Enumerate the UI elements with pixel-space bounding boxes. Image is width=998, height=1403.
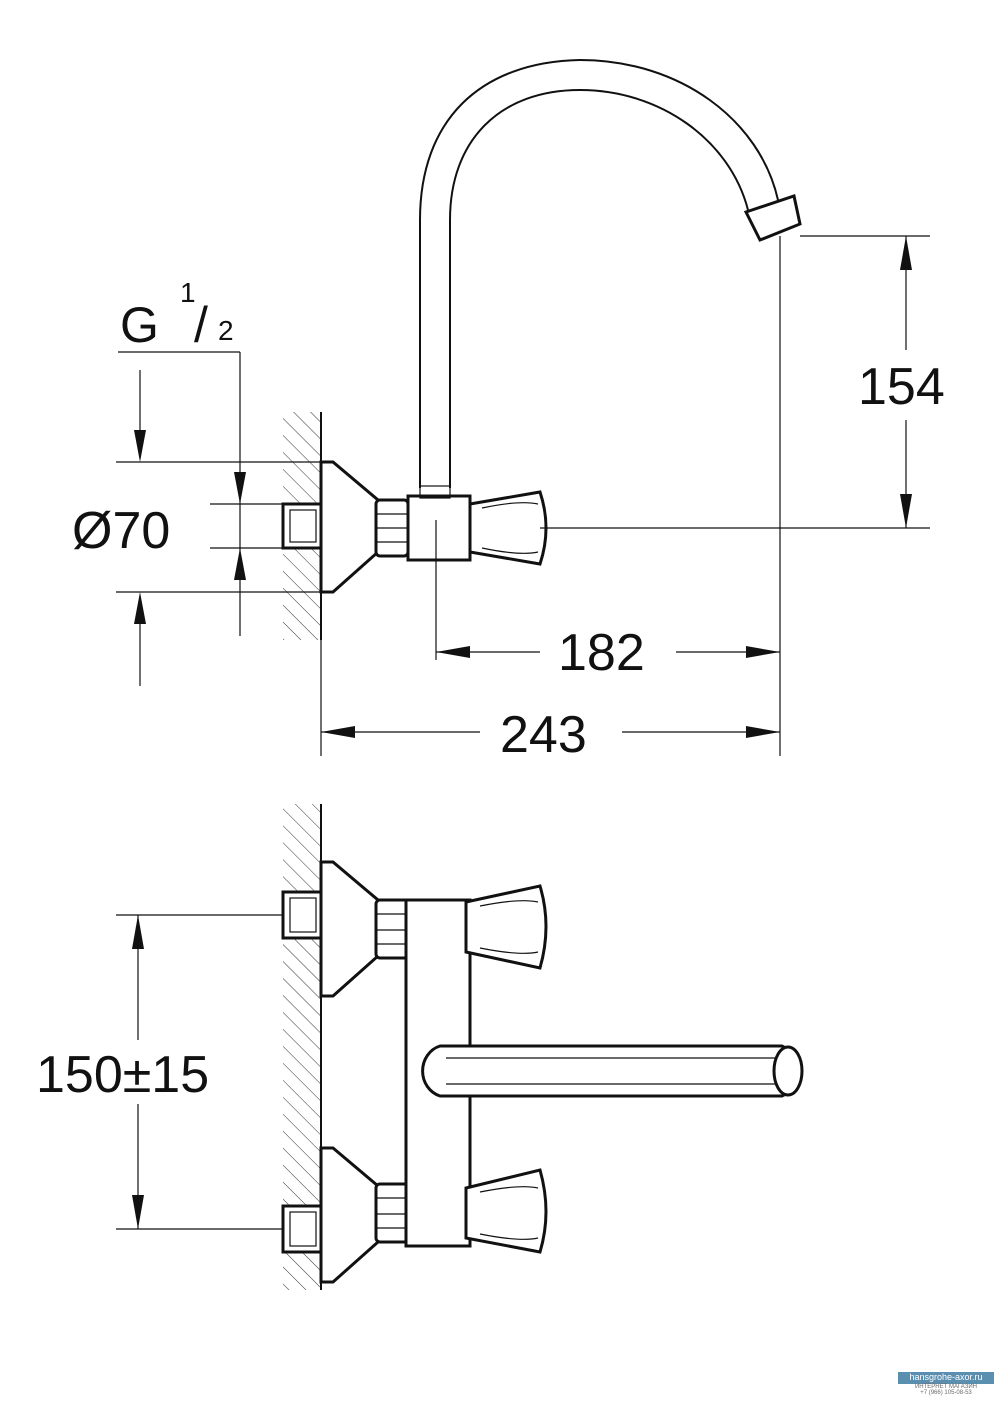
handle-top <box>468 490 548 566</box>
valve-body <box>406 494 472 562</box>
lower-escutcheon <box>319 1146 380 1284</box>
spout-plan <box>421 1044 797 1098</box>
projection-dimension: 182 <box>436 236 781 756</box>
spout <box>419 58 779 488</box>
watermark-phone: +7 (966) 105-08-53 <box>920 1390 972 1397</box>
spacing-dimension: 150±15 <box>36 914 283 1230</box>
watermark-logo: hansgrohe-axor.ru ИНТЕРНЕТ МАГАЗИН +7 (9… <box>898 1371 994 1397</box>
upper-escutcheon <box>319 860 380 998</box>
thread-numerator: 1 <box>180 277 196 308</box>
diameter-dimension: Ø70 <box>72 370 321 686</box>
handle-lower <box>464 1168 548 1254</box>
thread-label: G 1 / 2 <box>118 277 241 636</box>
height-label: 154 <box>858 358 945 416</box>
projection-label: 182 <box>558 624 645 682</box>
handle-upper <box>464 884 548 970</box>
spacing-label: 150±15 <box>36 1046 209 1104</box>
aerator <box>743 194 802 242</box>
overall-dimension: 243 <box>320 640 780 764</box>
watermark-caption: ИНТЕРНЕТ МАГАЗИН <box>914 1383 978 1390</box>
watermark-domain: hansgrohe-axor.ru <box>898 1371 994 1384</box>
wall-connector <box>281 502 323 550</box>
diameter-label: Ø70 <box>72 502 170 560</box>
upper-connector <box>281 890 323 940</box>
side-view <box>281 58 930 660</box>
thread-denominator: 2 <box>218 315 234 346</box>
escutcheon <box>319 460 380 594</box>
thread-slash: / <box>194 297 208 353</box>
lower-connector <box>281 1204 323 1254</box>
thread-g: G <box>120 297 159 353</box>
front-view <box>281 804 804 1290</box>
height-dimension: 154 <box>800 235 945 528</box>
overall-label: 243 <box>500 706 587 764</box>
